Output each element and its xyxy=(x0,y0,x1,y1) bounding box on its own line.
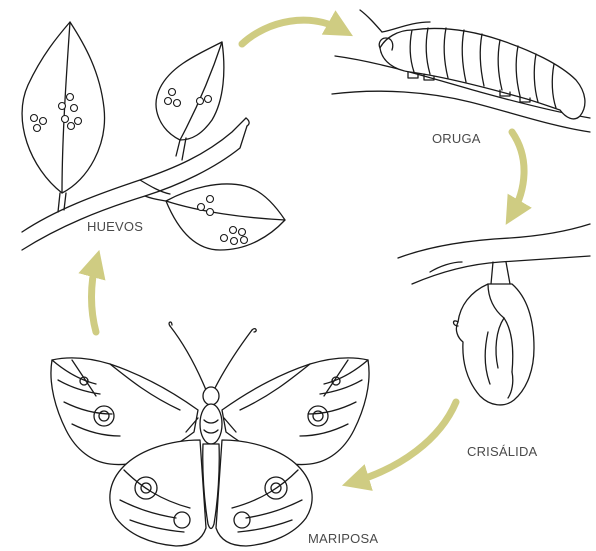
label-butterfly: MARIPOSA xyxy=(308,531,378,546)
arrow-eggs-to-caterpillar xyxy=(242,20,342,44)
caterpillar-illustration xyxy=(332,10,590,132)
chrysalis-illustration xyxy=(398,224,590,405)
eggs-illustration xyxy=(22,22,285,250)
label-eggs: HUEVOS xyxy=(87,219,143,234)
label-chrysalis: CRISÁLIDA xyxy=(467,444,537,459)
butterfly-illustration xyxy=(51,322,369,546)
arrow-butterfly-to-eggs xyxy=(92,262,97,332)
arrow-chrysalis-to-butterfly xyxy=(354,402,456,482)
arrow-caterpillar-to-chrysalis xyxy=(512,132,524,214)
label-caterpillar: ORUGA xyxy=(432,131,481,146)
